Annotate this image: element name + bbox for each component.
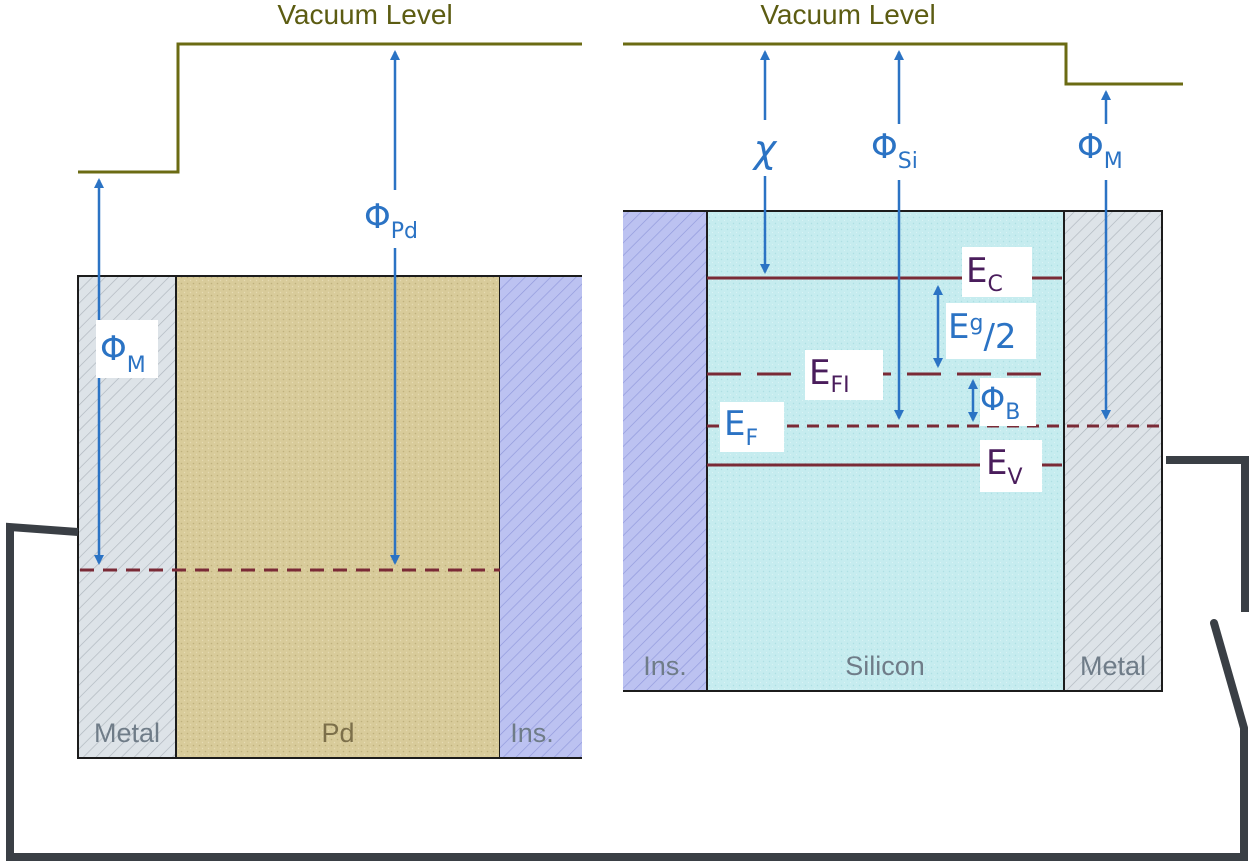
right-phi-m-label: ΦM (1077, 127, 1123, 174)
open-switch-blade (1210, 619, 1248, 732)
silicon-label: Silicon (845, 651, 925, 681)
pd-phi-label-bg (360, 190, 436, 248)
left-phi-m-label: ΦM (100, 329, 146, 378)
eg-half-label-bg (946, 303, 1036, 359)
efi-label-bg (805, 350, 883, 400)
phi-b-label-bg (980, 378, 1036, 426)
right-metal-label: Metal (1080, 651, 1146, 681)
left-phi-m-label-bg (96, 320, 158, 378)
phi-si-label: ΦSi (871, 127, 918, 174)
phi-si-label-bg (868, 124, 934, 180)
right-ins-label: Ins. (643, 651, 687, 681)
phi-b-label: ΦB (980, 380, 1020, 425)
eg-half-label: Eg/2 (948, 307, 1017, 357)
right-metal-layer (1063, 210, 1163, 692)
left-metal-label: Metal (94, 718, 160, 748)
chi-label-bg (742, 120, 788, 176)
right-contact-wire (1166, 456, 1249, 612)
left-pd-layer (175, 275, 501, 759)
pd-phi-label: ΦPd (364, 197, 418, 244)
right-insulator-layer (623, 211, 707, 691)
left-pd-label: Pd (321, 718, 354, 748)
ef-label: EF (724, 404, 758, 451)
left-vacuum-level-line (78, 42, 582, 174)
ec-label: EC (966, 251, 1003, 297)
left-vacuum-level-label: Vacuum Level (277, 0, 452, 30)
ef-label-bg (720, 402, 784, 452)
chi-label: χ (752, 127, 778, 171)
external-circuit-wire (5, 522, 1248, 861)
ev-label-bg (980, 440, 1042, 492)
ec-label-bg (962, 247, 1032, 297)
left-insulator-layer (500, 276, 582, 758)
left-ins-label: Ins. (510, 718, 554, 748)
right-vacuum-level-label: Vacuum Level (760, 0, 935, 30)
right-phi-m-label-bg (1074, 124, 1138, 180)
efi-label: EFI (809, 353, 850, 398)
ev-label: EV (986, 443, 1023, 490)
right-vacuum-level-line (623, 42, 1183, 86)
